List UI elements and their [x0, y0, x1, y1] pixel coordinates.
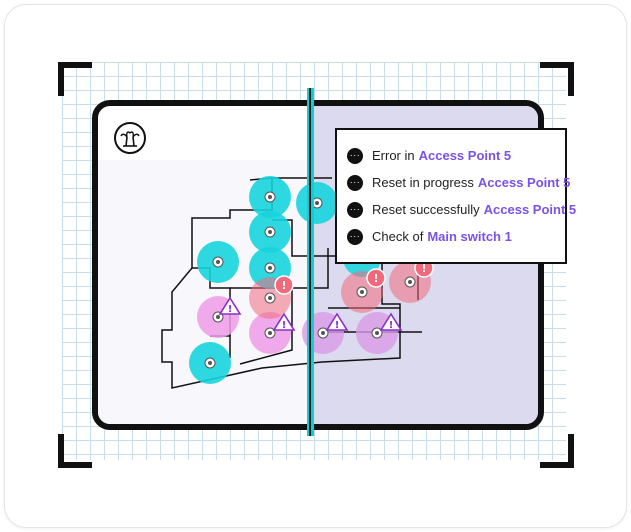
event-log-popup: ··· Error in Access Point 5 ··· Reset in…: [335, 128, 576, 264]
event-text: Reset successfully: [372, 202, 480, 217]
event-link[interactable]: Main switch 1: [427, 229, 512, 244]
event-text: Error in: [372, 148, 415, 163]
more-dots-icon[interactable]: ···: [347, 201, 363, 218]
svg-text:!: !: [282, 320, 287, 331]
event-text: Check of: [372, 229, 424, 244]
device-marker[interactable]: [197, 241, 239, 283]
more-dots-icon[interactable]: ···: [347, 174, 363, 191]
event-link[interactable]: Access Point 5: [483, 202, 577, 217]
more-dots-icon[interactable]: ···: [347, 228, 363, 245]
compare-slider-handle[interactable]: [307, 88, 314, 436]
frame-corner-top-right: [540, 62, 574, 96]
event-row: ··· Error in Access Point 5: [347, 142, 565, 169]
device-marker[interactable]: !: [389, 258, 434, 303]
frame-corner-bottom-left: [58, 434, 92, 468]
svg-text:!: !: [335, 320, 340, 331]
event-text: Reset in progress: [372, 175, 474, 190]
palm-tree-logo-icon: [114, 122, 146, 154]
svg-text:!: !: [228, 304, 233, 315]
device-marker[interactable]: !: [356, 312, 403, 354]
device-marker[interactable]: !: [341, 268, 386, 313]
event-row: ··· Reset successfully Access Point 5: [347, 196, 576, 223]
device-marker[interactable]: [249, 211, 291, 253]
device-marker[interactable]: !: [197, 296, 242, 338]
device-marker[interactable]: [249, 176, 291, 218]
device-marker[interactable]: [296, 182, 338, 224]
more-dots-icon[interactable]: ···: [347, 147, 363, 164]
event-row: ··· Reset in progress Access Point 5: [347, 169, 570, 196]
event-link[interactable]: Access Point 5: [477, 175, 571, 190]
svg-text:!: !: [389, 320, 394, 331]
svg-text:!: !: [281, 279, 286, 292]
event-link[interactable]: Access Point 5: [418, 148, 512, 163]
svg-text:!: !: [421, 262, 426, 275]
event-row: ··· Check of Main switch 1: [347, 223, 565, 250]
device-marker[interactable]: !: [249, 275, 294, 319]
device-marker[interactable]: [189, 342, 231, 384]
frame-corner-top-left: [58, 62, 92, 96]
device-marker[interactable]: !: [249, 312, 296, 354]
svg-text:!: !: [373, 272, 378, 285]
frame-corner-bottom-right: [540, 434, 574, 468]
